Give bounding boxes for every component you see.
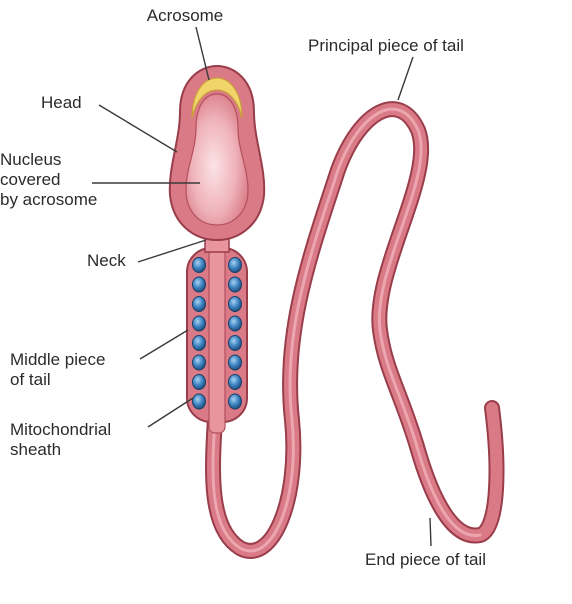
middle-piece-leader <box>139 329 189 360</box>
mitochondrion <box>228 374 242 390</box>
principal-piece-label: Principal piece of tail <box>308 36 464 55</box>
mitochondrion <box>228 276 242 293</box>
end-piece-leader <box>429 517 432 547</box>
end-piece-label: End piece of tail <box>365 550 486 569</box>
mitochondrion <box>192 335 206 351</box>
nucleus <box>185 93 249 226</box>
mitochondrion <box>228 315 242 332</box>
head <box>168 64 266 242</box>
mitochondrial-sheath-label: Mitochondrial sheath <box>10 420 112 459</box>
mitochondrion <box>192 374 206 390</box>
head-label: Head <box>41 93 82 112</box>
neck-leader <box>137 239 207 263</box>
tail <box>205 101 505 559</box>
mitochondrion <box>228 296 242 312</box>
mitochondrion <box>192 393 206 410</box>
mitochondria-column-right <box>228 257 242 410</box>
mitochondrion <box>192 276 206 293</box>
middle-piece-label: Middle piece of tail <box>10 350 106 389</box>
acrosome <box>191 77 243 119</box>
middle-piece <box>186 247 248 434</box>
tail-highlight <box>211 107 482 553</box>
mitochondrial-sheath-leader <box>147 397 194 428</box>
principal-piece-leader <box>397 56 414 101</box>
mitochondrion <box>228 393 242 410</box>
mitochondrion <box>228 335 242 351</box>
mitochondrion <box>228 257 242 273</box>
mitochondria-column-left <box>192 257 206 410</box>
mitochondrion <box>192 315 206 332</box>
acrosome-label: Acrosome <box>146 6 224 25</box>
acrosome-leader <box>195 26 210 81</box>
neck-label: Neck <box>87 251 126 270</box>
axial-core <box>208 247 226 434</box>
mitochondrion <box>192 354 206 371</box>
mitochondrion <box>192 257 206 273</box>
mitochondrion <box>228 354 242 371</box>
nucleus-label: Nucleus covered by acrosome <box>0 150 98 209</box>
leader-lines <box>92 26 432 547</box>
head-leader <box>98 104 178 153</box>
mitochondrion <box>192 296 206 312</box>
